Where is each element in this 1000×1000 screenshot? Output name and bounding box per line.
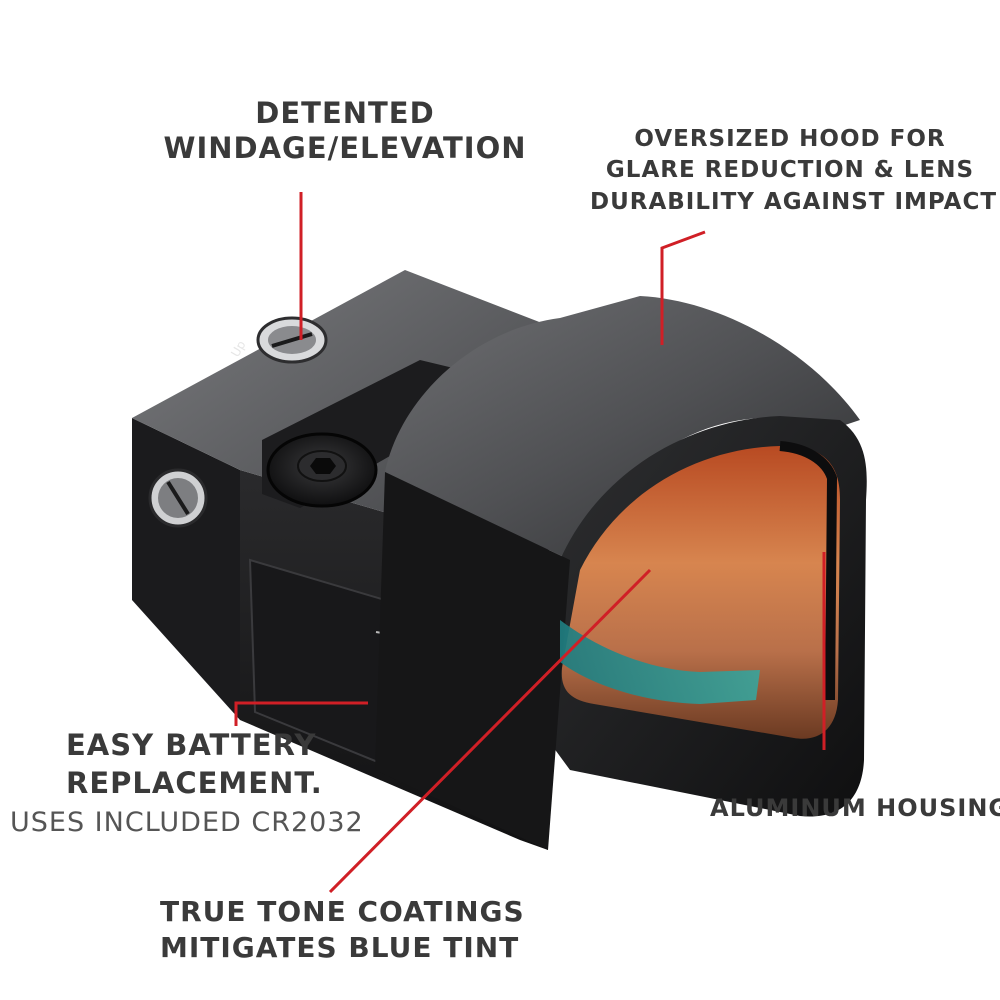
callout-battery-subtext: USES INCLUDED CR2032 (10, 807, 364, 838)
callout-true-tone-coatings: TRUE TONE COATINGS MITIGATES BLUE TINT (160, 894, 525, 967)
leader-lines (234, 192, 826, 894)
callout-hood-line1: OVERSIZED HOOD FOR (634, 126, 946, 152)
leader-coatings (328, 568, 652, 894)
callout-hood-line2: GLARE REDUCTION & LENS (605, 157, 975, 184)
callout-windage-line1: DETENTED (255, 96, 435, 130)
callout-windage-elevation: DETENTED WINDAGE/ELEVATION (130, 96, 560, 167)
callout-oversized-hood: OVERSIZED HOOD FOR GLARE REDUCTION & LEN… (590, 124, 998, 218)
housing-left-side (132, 418, 240, 720)
callout-battery-line2: REPLACEMENT. (66, 765, 323, 800)
callout-battery: EASY BATTERY REPLACEMENT. (66, 727, 323, 802)
callout-aluminum-housing: ALUMINUM HOUSING (710, 794, 1000, 822)
leader-battery (234, 701, 368, 726)
leader-hood (660, 230, 706, 345)
callout-hood-line3: DURABILITY AGAINST IMPACT (590, 188, 998, 215)
hood-side-wall (375, 472, 570, 850)
callout-windage-line2: WINDAGE/ELEVATION (163, 131, 527, 166)
hood-top (385, 296, 860, 560)
callout-coatings-line1: TRUE TONE COATINGS (160, 895, 525, 928)
callout-coatings-line2: MITIGATES BLUE TINT (160, 931, 520, 965)
dial-marking-label: Up (228, 338, 248, 359)
lens-coating-band (560, 620, 760, 704)
callout-battery-line1: EASY BATTERY (66, 728, 317, 762)
